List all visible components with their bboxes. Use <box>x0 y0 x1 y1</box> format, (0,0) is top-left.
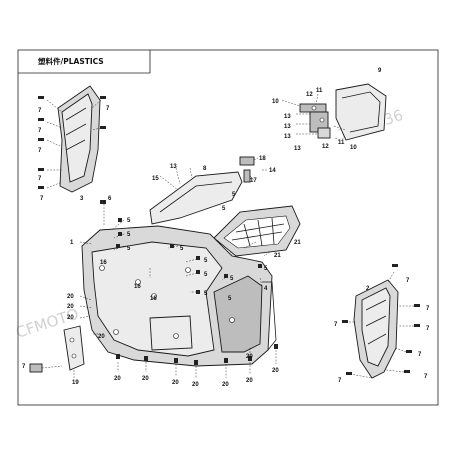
front-left-leaders <box>38 96 106 189</box>
front-left-numbers: 7 7 7 7 7 7 3 <box>38 106 110 202</box>
bottom-row-fasteners <box>116 344 278 378</box>
label-20: 20 <box>142 376 149 382</box>
label-5: 5 <box>232 192 236 198</box>
right-top-numbers: 9 10 12 11 13 13 13 12 13 11 10 <box>272 68 382 152</box>
label-5: 5 <box>228 296 232 302</box>
label-15: 15 <box>152 176 159 182</box>
label-11: 11 <box>338 140 345 146</box>
label-20: 20 <box>246 354 253 360</box>
label-7: 7 <box>338 378 342 384</box>
label-9: 9 <box>378 68 382 74</box>
label-20: 20 <box>67 294 74 300</box>
label-13: 13 <box>284 134 291 140</box>
label-5: 5 <box>204 272 208 278</box>
label-7: 7 <box>426 326 430 332</box>
seat-area-numbers: 15 13 8 18 17 14 <box>152 156 276 184</box>
label-7: 7 <box>406 278 410 284</box>
label-16: 16 <box>100 260 107 266</box>
label-5: 5 <box>127 232 131 238</box>
main-body-panel <box>81 225 277 367</box>
front-left-fender <box>57 85 101 193</box>
label-5: 5 <box>180 246 184 252</box>
clip-parts-18-17 <box>239 156 268 183</box>
label-7: 7 <box>334 322 338 328</box>
label-20: 20 <box>67 304 74 310</box>
label-5: 5 <box>264 266 268 272</box>
label-2: 2 <box>366 286 370 292</box>
label-16: 16 <box>150 296 157 302</box>
label-20: 20 <box>192 382 199 388</box>
label-13: 13 <box>284 124 291 130</box>
label-13: 13 <box>170 164 177 170</box>
diagram-frame: 塑料件/PLASTICS <box>17 49 439 406</box>
label-16: 16 <box>134 284 141 290</box>
label-20: 20 <box>246 378 253 384</box>
label-18: 18 <box>259 156 266 162</box>
label-14: 14 <box>269 168 276 174</box>
label-5: 5 <box>222 206 226 212</box>
label-20: 20 <box>98 334 105 340</box>
label-20: 20 <box>172 380 179 386</box>
label-6: 6 <box>108 196 112 202</box>
label-7: 7 <box>40 196 44 202</box>
lower-center-numbers: 6 5 5 5 5 5 5 5 5 5 5 5 21 21 4 16 16 16… <box>70 192 301 302</box>
label-19: 19 <box>72 380 79 386</box>
label-21: 21 <box>274 253 281 259</box>
label-4: 4 <box>264 286 268 292</box>
right-top-bracket <box>281 93 347 141</box>
label-13: 13 <box>284 114 291 120</box>
seat-cover-panel <box>149 167 243 225</box>
lower-left-numbers: 20 20 20 20 19 7 <box>22 294 105 386</box>
label-5: 5 <box>230 276 234 282</box>
label-7: 7 <box>38 128 42 134</box>
label-5: 5 <box>204 258 208 264</box>
diagram-title: 塑料件/PLASTICS <box>38 56 104 66</box>
label-7: 7 <box>106 106 110 112</box>
label-5: 5 <box>127 246 131 252</box>
right-lower-fender <box>353 279 399 379</box>
label-12: 12 <box>306 92 313 98</box>
label-7: 7 <box>38 148 42 154</box>
label-7: 7 <box>418 352 422 358</box>
label-7: 7 <box>426 306 430 312</box>
label-7: 7 <box>38 176 42 182</box>
storage-tray <box>213 205 301 257</box>
label-11: 11 <box>316 88 323 94</box>
label-21: 21 <box>294 240 301 246</box>
label-5: 5 <box>127 218 131 224</box>
label-17: 17 <box>250 178 257 184</box>
label-5: 5 <box>204 291 208 297</box>
label-7: 7 <box>38 108 42 114</box>
label-8: 8 <box>203 166 207 172</box>
label-7: 7 <box>424 374 428 380</box>
label-12: 12 <box>322 144 329 150</box>
label-1: 1 <box>70 240 74 246</box>
label-7: 7 <box>22 364 26 370</box>
bottom-row-numbers: 20 20 20 20 20 20 20 20 <box>114 354 279 388</box>
right-top-panel <box>335 83 387 141</box>
label-3: 3 <box>80 196 84 202</box>
label-13: 13 <box>294 146 301 152</box>
lower-center-leaders <box>79 200 271 294</box>
label-20: 20 <box>114 376 121 382</box>
label-20: 20 <box>67 315 74 321</box>
label-10: 10 <box>272 99 279 105</box>
label-20: 20 <box>222 382 229 388</box>
lower-left-bracket <box>29 295 98 378</box>
label-20: 20 <box>272 368 279 374</box>
label-10: 10 <box>350 145 357 151</box>
right-lower-numbers: 2 7 7 7 7 7 7 7 <box>334 278 430 384</box>
right-lower-leaders <box>342 264 420 379</box>
